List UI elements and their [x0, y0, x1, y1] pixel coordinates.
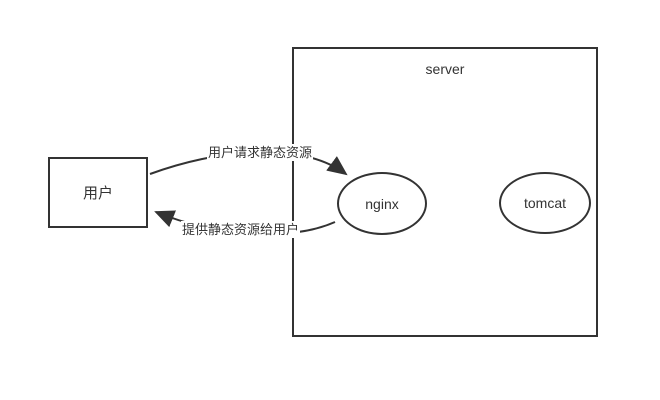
nginx-node-label: nginx [365, 195, 399, 212]
nginx-node: nginx [337, 172, 427, 235]
tomcat-node: tomcat [499, 172, 591, 234]
server-container-label: server [425, 61, 465, 77]
response-edge-label: 提供静态资源给用户 [181, 221, 301, 238]
request-edge-label: 用户请求静态资源 [207, 144, 314, 161]
tomcat-node-label: tomcat [523, 195, 566, 211]
user-box: 用户 [48, 157, 148, 228]
user-box-label: 用户 [82, 185, 113, 202]
